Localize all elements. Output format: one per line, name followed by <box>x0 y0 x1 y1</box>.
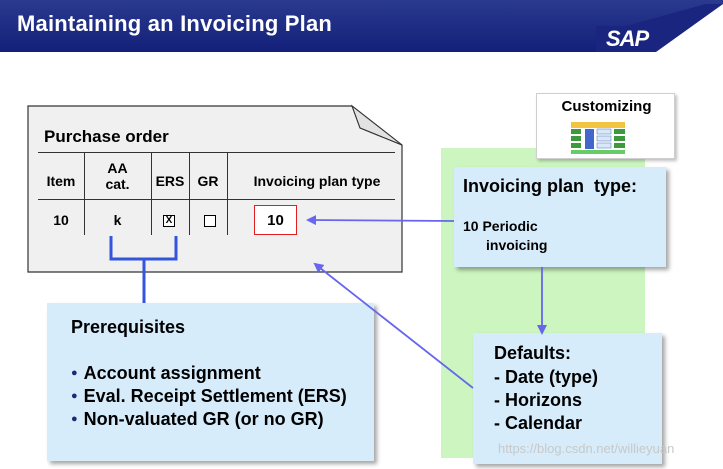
column-header-aa-cat-line1: AA <box>107 160 128 176</box>
prerequisite-item: ● Non-valuated GR (or no GR) <box>71 409 324 430</box>
table-col-divider <box>151 152 152 235</box>
gr-checkbox[interactable] <box>204 215 216 227</box>
prerequisites-box: Prerequisites ● Account assignment ● Eval.… <box>47 303 374 461</box>
invoicing-plan-type-box-title: Invoicing plan type: <box>463 176 638 196</box>
sap-logo-shape <box>596 4 723 52</box>
table-header-top-line <box>38 152 395 153</box>
cell-item: 10 <box>53 212 69 228</box>
prerequisite-bracket <box>109 236 178 303</box>
table-col-divider <box>84 152 85 235</box>
defaults-item: - Calendar <box>494 413 583 433</box>
prerequisite-text: Non-valuated GR (or no GR) <box>83 409 324 429</box>
bullet-icon: ● <box>71 367 78 379</box>
arrow-to-plan-type <box>306 215 455 226</box>
customizing-card: Customizing <box>536 93 675 159</box>
column-header-gr: GR <box>197 173 219 189</box>
column-header-aa-cat: AA cat. <box>84 160 151 192</box>
purchase-order-title: Purchase order <box>44 127 169 146</box>
prerequisite-text: Account assignment <box>83 363 261 383</box>
cell-aa-cat: k <box>113 212 122 228</box>
prerequisites-title: Prerequisites <box>71 317 186 337</box>
invoicing-plan-type-value: 10 <box>254 205 297 235</box>
customizing-diagram-icon <box>569 121 627 155</box>
invoicing-plan-type-box: Invoicing plan type: 10 Periodic invoici… <box>454 167 666 267</box>
customizing-label: Customizing <box>561 98 652 115</box>
table-col-divider <box>189 152 190 235</box>
bullet-icon: ● <box>71 413 78 425</box>
column-header-item: Item <box>46 173 76 189</box>
ers-checkbox[interactable]: X <box>163 215 175 227</box>
column-header-aa-cat-line2: cat. <box>105 176 130 192</box>
column-header-ers: ERS <box>155 173 185 189</box>
defaults-item: - Date (type) <box>494 367 599 387</box>
table-header-bottom-line <box>38 199 395 200</box>
prerequisite-text: Eval. Receipt Settlement (ERS) <box>83 386 347 406</box>
watermark: https://blog.csdn.net/willieyuan <box>498 441 675 456</box>
column-header-invoicing-plan-type: Invoicing plan type <box>253 173 381 189</box>
page-title: Maintaining an Invoicing Plan <box>17 11 333 36</box>
invoicing-plan-type-line1: 10 Periodic <box>463 218 538 234</box>
defaults-title: Defaults: <box>494 343 572 363</box>
bullet-icon: ● <box>71 390 78 402</box>
sap-logo-text: SAP <box>606 26 649 51</box>
defaults-box: Defaults: - Date (type) - Horizons - Cal… <box>473 333 662 464</box>
prerequisite-item: ● Eval. Receipt Settlement (ERS) <box>71 386 347 407</box>
arrow-defaults-to-order <box>313 262 474 389</box>
table-col-divider <box>227 152 228 235</box>
invoicing-plan-type-line2: invoicing <box>486 237 548 253</box>
sap-logo: SAP <box>596 4 723 52</box>
defaults-item: - Horizons <box>494 390 582 410</box>
prerequisite-item: ● Account assignment <box>71 363 261 384</box>
